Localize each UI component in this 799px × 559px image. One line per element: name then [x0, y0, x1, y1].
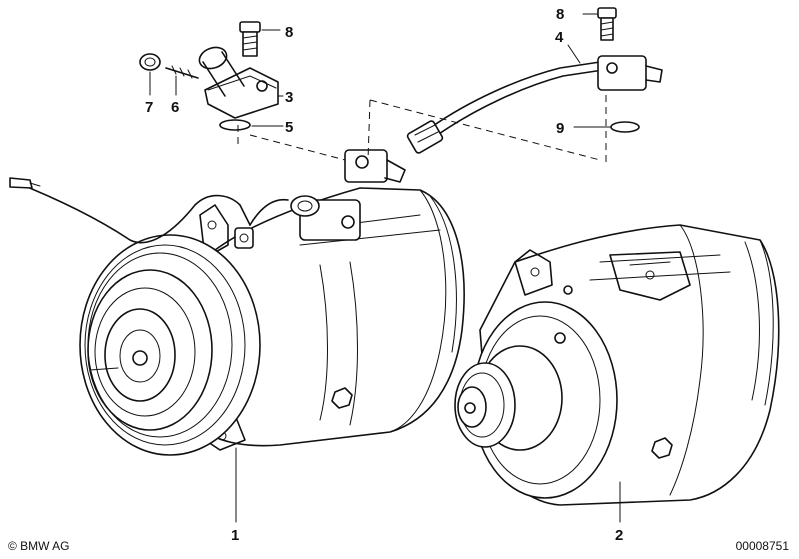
callout-5: 5	[285, 119, 293, 136]
callout-7: 7	[145, 99, 153, 116]
o-ring-right[interactable]	[610, 121, 640, 133]
copyright-notice: © BMW AG	[8, 539, 70, 553]
callout-9: 9	[556, 120, 564, 137]
callout-8-right: 8	[556, 6, 564, 23]
callout-3: 3	[285, 89, 293, 106]
callout-8-left: 8	[285, 24, 293, 41]
screw-right[interactable]	[597, 7, 617, 41]
assembly-guide-lines	[237, 95, 607, 165]
valve-insert[interactable]	[165, 65, 199, 79]
compressor-with-clutch[interactable]	[9, 149, 465, 456]
compressor-without-clutch[interactable]	[454, 224, 780, 506]
callout-6: 6	[171, 99, 179, 116]
callout-1: 1	[231, 527, 239, 544]
leader-lines	[149, 13, 621, 523]
callout-4: 4	[555, 29, 564, 46]
cap-nut[interactable]	[139, 53, 161, 71]
diagram-number: 00008751	[735, 539, 789, 553]
callout-2: 2	[615, 527, 623, 544]
connection-bracket[interactable]	[196, 44, 279, 119]
refrigerant-pipe[interactable]	[406, 55, 663, 154]
o-ring-left[interactable]	[219, 119, 251, 131]
screw-left[interactable]	[239, 21, 261, 57]
